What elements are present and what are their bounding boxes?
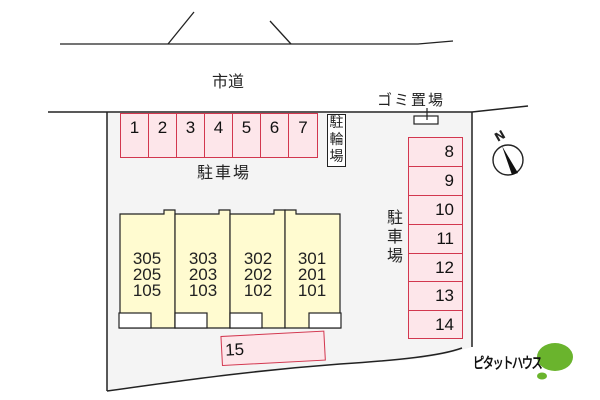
parking-space-12: 12 <box>408 253 463 283</box>
parking-label-top: 駐車場 <box>197 163 252 182</box>
unit-102: 102 <box>243 281 273 300</box>
unit-101: 101 <box>297 281 327 300</box>
parking-space-3: 3 <box>176 113 205 158</box>
garbage-station-label: ゴミ置場 <box>377 91 446 109</box>
unit-203: 203 <box>188 265 218 284</box>
parking-space-2: 2 <box>148 113 177 158</box>
building-2-units: 303 203 103 <box>178 249 228 300</box>
unit-103: 103 <box>188 281 218 300</box>
balcony-boxes <box>118 312 342 329</box>
garbage-station-icon <box>413 108 439 125</box>
apartment-building <box>119 209 341 329</box>
parking-space-11: 11 <box>408 224 463 254</box>
unit-205: 205 <box>132 265 162 284</box>
compass-north-icon <box>492 144 524 176</box>
unit-303: 303 <box>188 249 218 268</box>
parking-space-10: 10 <box>408 195 463 225</box>
building-3-units: 302 202 102 <box>233 249 283 300</box>
parking-space-15: 15 <box>220 330 326 366</box>
building-4-units: 301 201 101 <box>287 249 337 300</box>
road-edge-north <box>60 11 454 45</box>
brand-logo-icon <box>537 343 573 380</box>
parking-space-9: 9 <box>408 166 463 196</box>
parking-space-13: 13 <box>408 281 463 311</box>
unit-105: 105 <box>132 281 162 300</box>
parking-space-7: 7 <box>288 113 318 158</box>
unit-302: 302 <box>243 249 273 268</box>
unit-202: 202 <box>243 265 273 284</box>
unit-305: 305 <box>132 249 162 268</box>
building-1-units: 305 205 105 <box>122 249 172 300</box>
unit-201: 201 <box>297 265 327 284</box>
parking-label-right: 駐車場 <box>386 208 403 265</box>
lot-border <box>48 105 529 392</box>
parking-space-4: 4 <box>204 113 233 158</box>
bicycle-parking-label: 駐輪場 <box>327 114 346 167</box>
unit-301: 301 <box>297 249 327 268</box>
parking-space-1: 1 <box>120 113 149 158</box>
parking-space-14: 14 <box>408 310 463 339</box>
road-label: 市道 <box>212 72 245 91</box>
brand-logo-text: ピタットハウス <box>473 354 543 372</box>
parking-space-5: 5 <box>232 113 261 158</box>
parking-space-8: 8 <box>408 137 463 167</box>
parking-space-6: 6 <box>260 113 289 158</box>
